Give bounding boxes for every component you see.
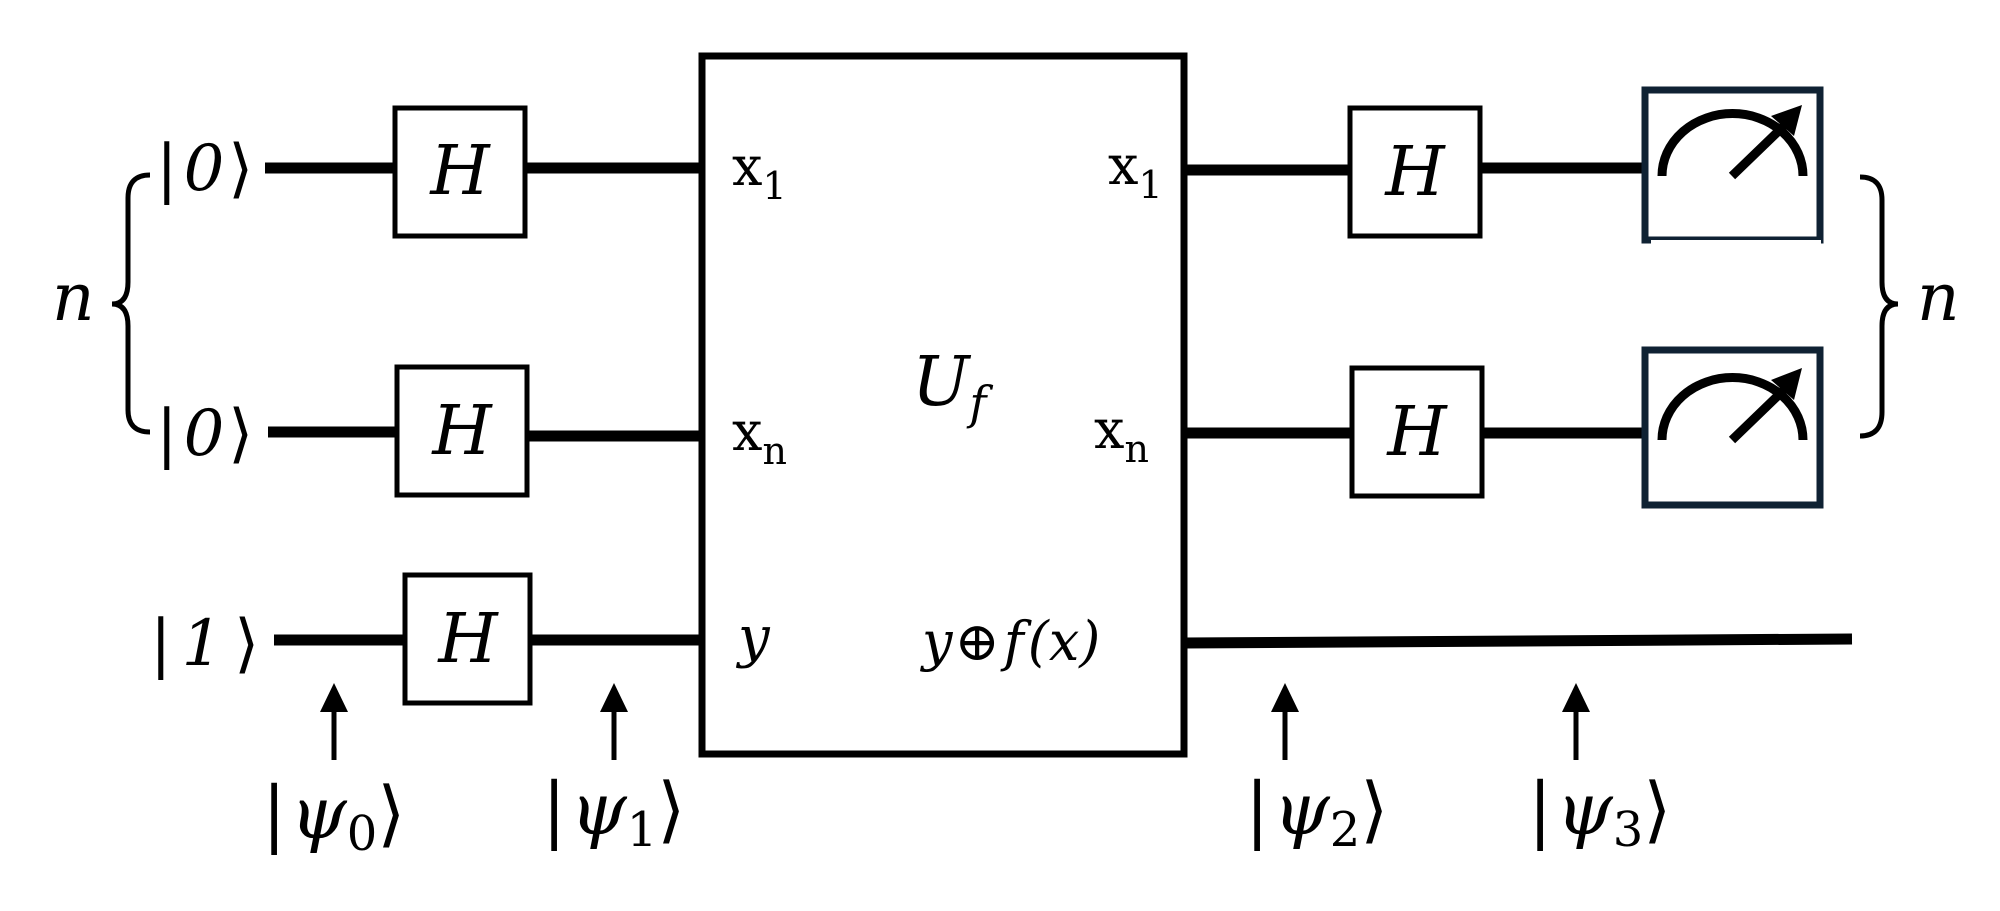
h-gate-xn-in: H <box>394 364 530 498</box>
measurement-meter-icon <box>1641 346 1824 509</box>
state-labels: |ψ0⟩ |ψ1⟩ |ψ2⟩ |ψ3⟩ <box>262 767 1671 862</box>
h-gate-label: H <box>428 132 491 211</box>
state-psi1: |ψ1⟩ <box>542 767 685 858</box>
h-gate-y-in: H <box>402 572 533 706</box>
oracle-box <box>698 52 1188 758</box>
svg-text:|1⟩: |1⟩ <box>150 607 259 681</box>
input-ket-qn: |0⟩ <box>156 397 253 471</box>
oracle-uf: Uf x1 xn y x1 xn y⊕f(x) <box>698 52 1188 758</box>
state-psi3: |ψ3⟩ <box>1528 767 1671 858</box>
h-gate-xn-out: H <box>1349 365 1485 499</box>
oracle-input-x1: x1 <box>732 135 787 208</box>
oracle-input-xn: xn <box>732 400 787 473</box>
up-arrow-icon <box>1562 683 1590 760</box>
state-arrows <box>320 683 1590 760</box>
h-gate-label: H <box>1383 133 1446 212</box>
h-gate-x1-out: H <box>1347 105 1483 239</box>
input-ket-q0: |0⟩ <box>156 132 253 206</box>
wires <box>265 162 1853 649</box>
h-gate-label: H <box>430 392 493 471</box>
oracle-output-xn: xn <box>1094 398 1149 471</box>
h-gate-label: H <box>1385 393 1448 472</box>
h-gate-x1-in: H <box>392 105 528 239</box>
left-register-brace: n <box>52 172 151 435</box>
wire-y-out <box>1183 633 1853 649</box>
state-psi0: |ψ0⟩ <box>262 771 405 862</box>
oracle-input-y: y <box>735 605 771 670</box>
h-gate-label: H <box>436 600 499 679</box>
hadamard-gates: H H H H H <box>392 105 1485 706</box>
svg-text:|0⟩: |0⟩ <box>156 397 253 471</box>
state-psi2: |ψ2⟩ <box>1245 767 1388 858</box>
register-label-left: n <box>52 259 95 336</box>
input-ket-ancilla: |1⟩ <box>150 607 259 681</box>
up-arrow-icon <box>600 683 628 760</box>
oracle-output-y: y⊕f(x) <box>920 610 1100 673</box>
measurement-meter-icon <box>1641 86 1824 248</box>
register-label-right: n <box>1917 259 1960 336</box>
oracle-output-x1: x1 <box>1108 134 1163 207</box>
up-arrow-icon <box>320 683 348 760</box>
svg-text:|0⟩: |0⟩ <box>156 132 253 206</box>
right-register-brace: n <box>1859 174 1960 439</box>
up-arrow-icon <box>1271 683 1299 760</box>
